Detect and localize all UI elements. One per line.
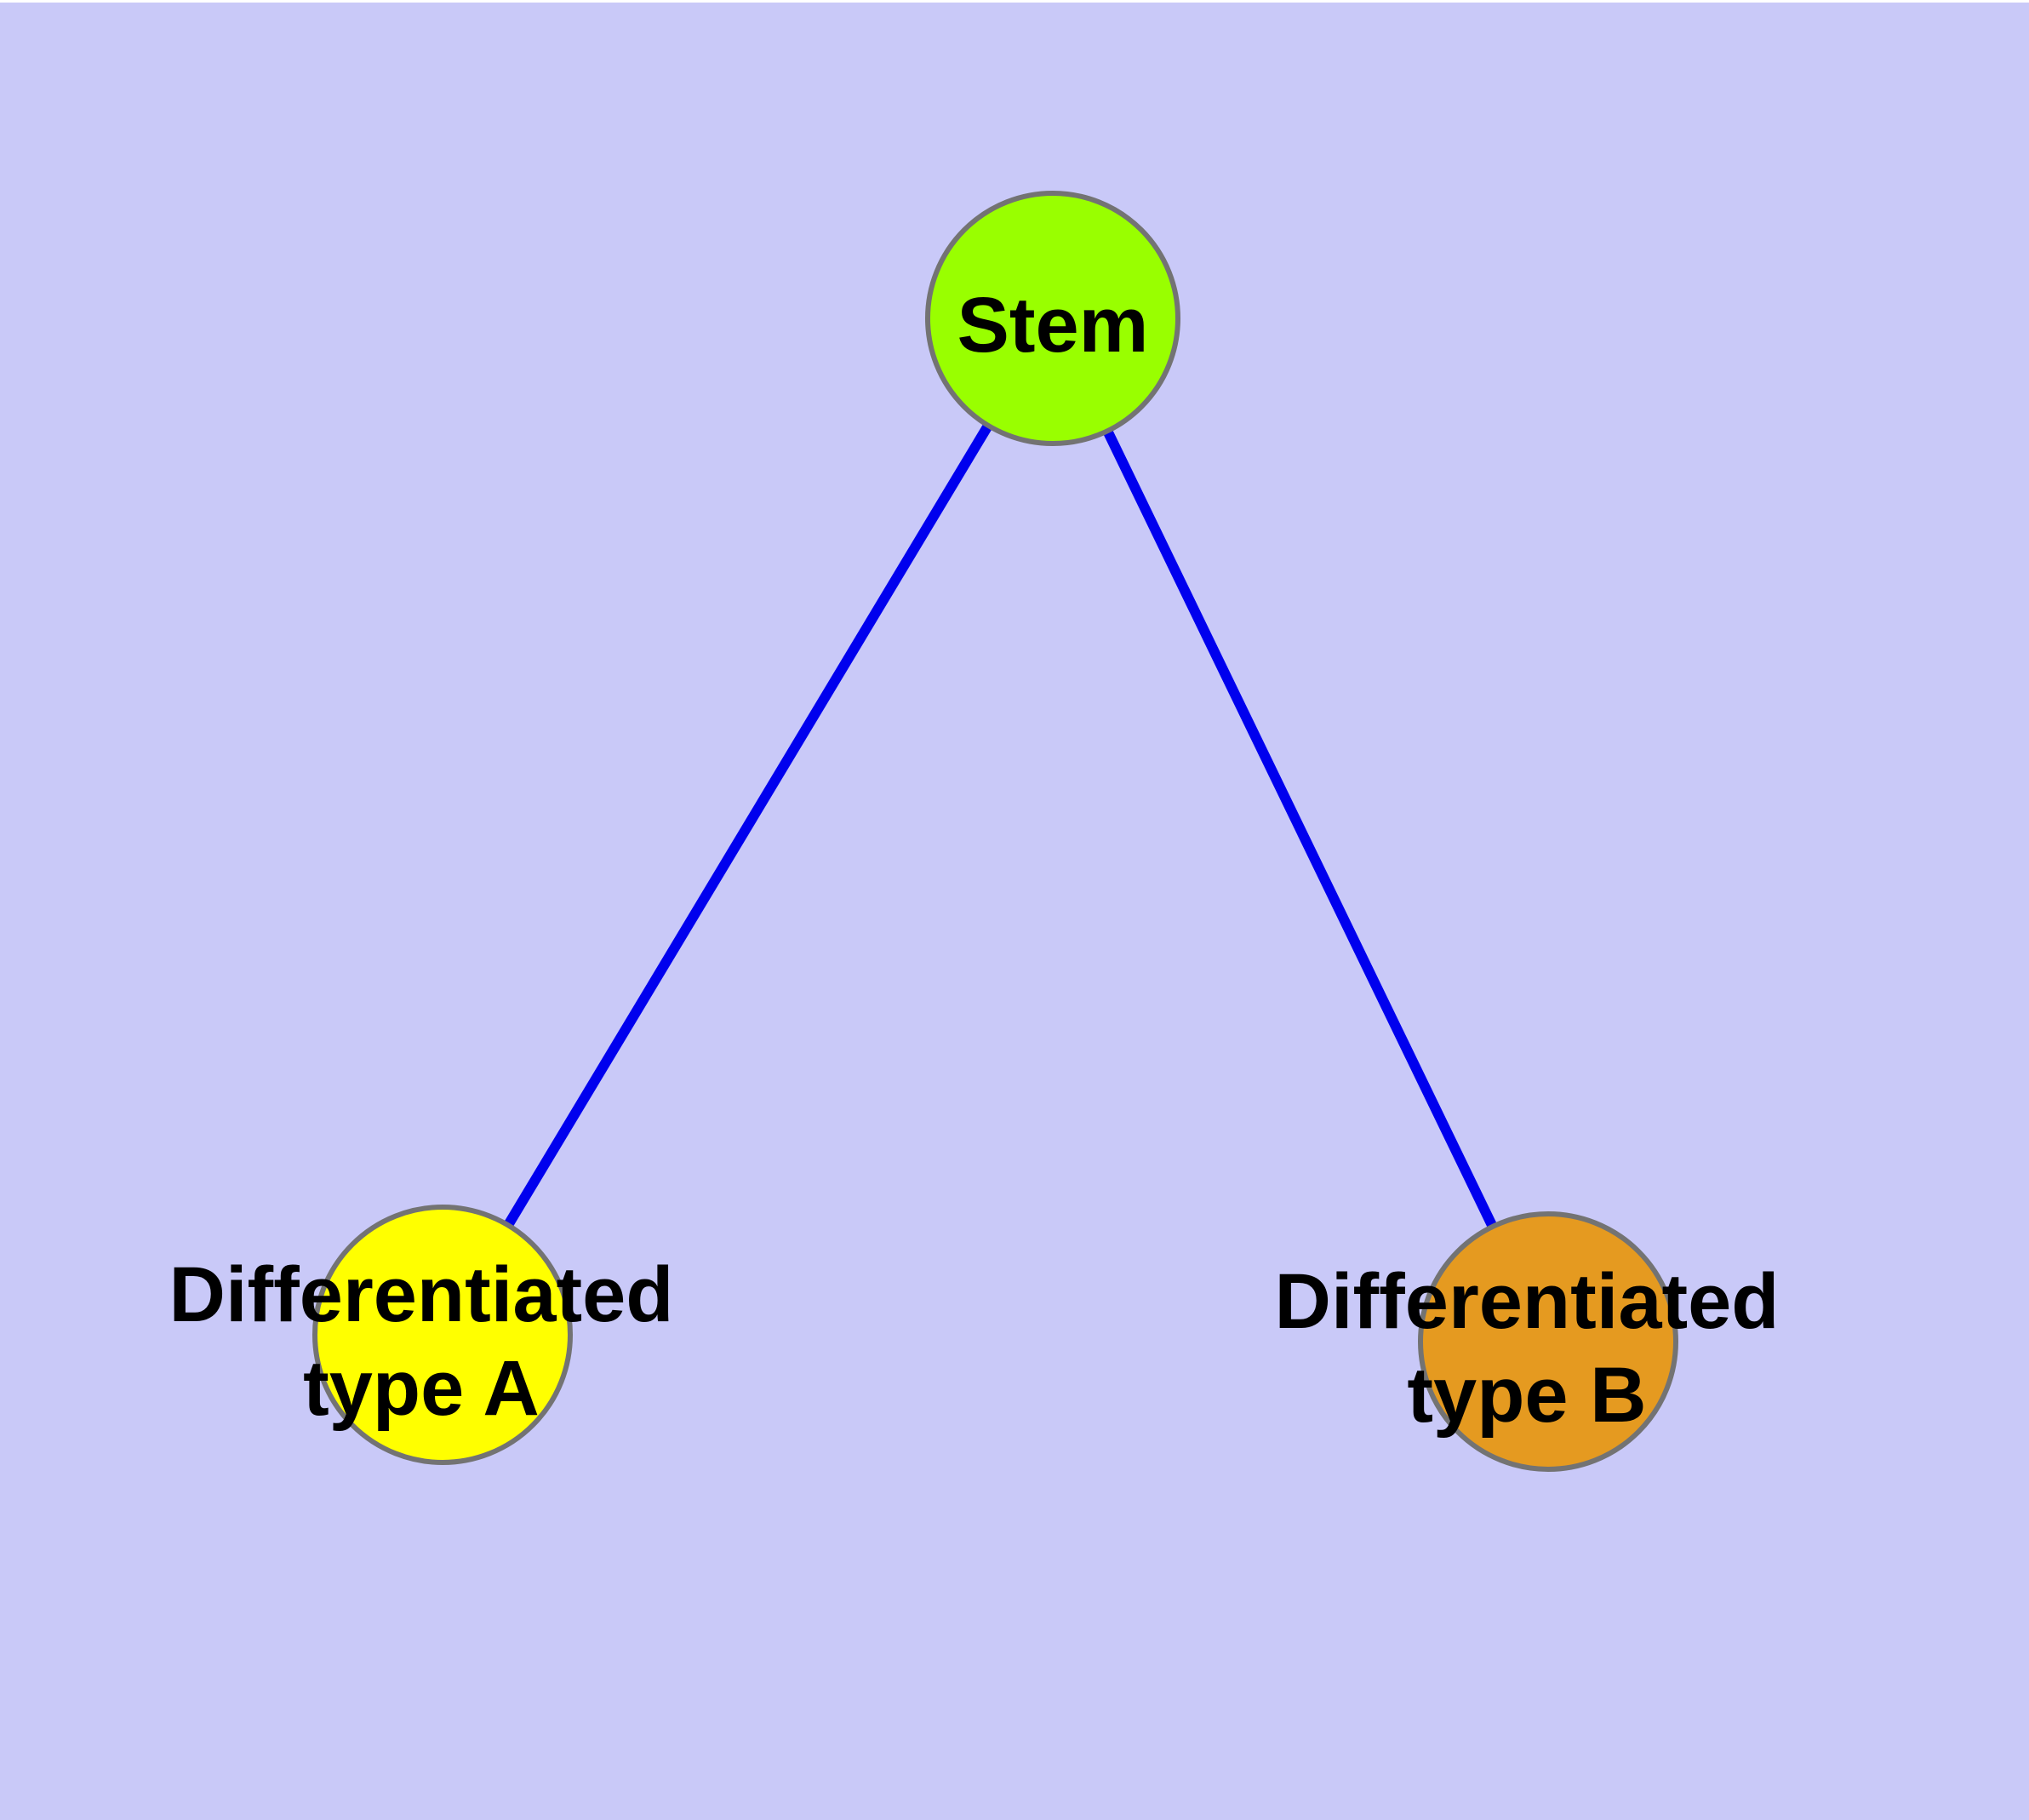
node-stem[interactable] [925,191,1180,446]
node-label-line: Stem [957,282,1149,369]
edge-stem-to-type-b [1048,315,1552,1342]
edge-stem-to-type-a [438,315,1058,1336]
node-label-stem: Stem [957,278,1149,372]
node-label-differentiated-type-a: Differentiated type A [169,1248,674,1435]
node-label-line: type A [303,1345,540,1432]
node-label-line: Differentiated [169,1251,674,1338]
edges-layer [438,315,1552,1342]
node-differentiated-type-a[interactable] [312,1205,573,1465]
node-label-line: type B [1407,1352,1647,1439]
node-label-line: Differentiated [1274,1258,1780,1345]
node-differentiated-type-b[interactable] [1418,1211,1678,1472]
node-label-differentiated-type-b: Differentiated type B [1275,1255,1780,1442]
